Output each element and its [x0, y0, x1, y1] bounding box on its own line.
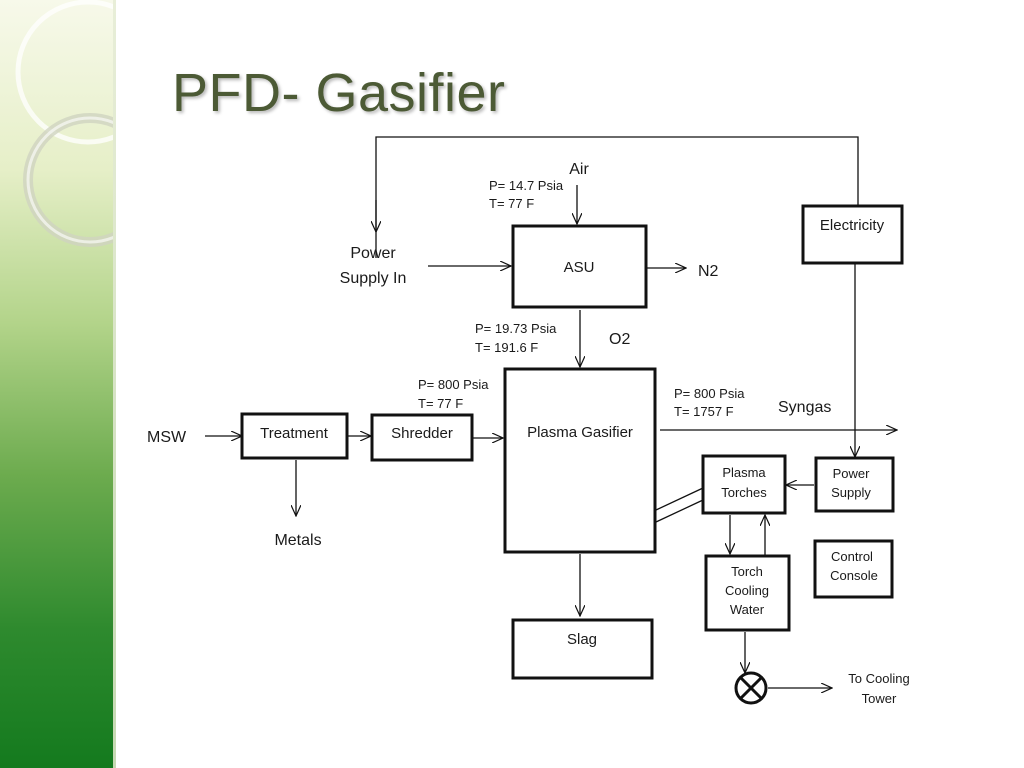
n2-label: N2 — [698, 263, 719, 280]
to-cooling-tower-label-line-2: Tower — [862, 691, 897, 706]
power-supply-label-line-2: Supply — [831, 485, 871, 500]
metals-label: Metals — [274, 532, 321, 549]
power-supply-in-label-line-2: Supply In — [340, 270, 407, 287]
plasma-torches-label-line-1: Plasma — [722, 465, 766, 480]
control-console-box — [813, 539, 894, 599]
asu-label: ASU — [564, 259, 595, 276]
shredder-label: Shredder — [391, 425, 453, 442]
air-pressure: P= 14.7 Psia — [489, 178, 564, 193]
power-supply-in-label-line-1: Power — [350, 245, 396, 262]
electricity-feedback-line — [375, 136, 859, 258]
torch-connection-line-1 — [655, 487, 704, 511]
power-supply-box — [814, 456, 895, 513]
control-console-label-line-2: Console — [830, 568, 878, 583]
torch-cooling-water-label-line-1: Torch — [731, 564, 763, 579]
shredder-box — [370, 413, 474, 462]
o2-pressure: P= 19.73 Psia — [475, 321, 557, 336]
msw-label: MSW — [147, 429, 187, 446]
syngas-pressure: P= 800 Psia — [674, 386, 745, 401]
electricity-label: Electricity — [820, 217, 885, 234]
decorative-circles — [15, 0, 113, 247]
treatment-box — [240, 412, 349, 460]
slag-label: Slag — [567, 631, 597, 648]
feed-temperature: T= 77 F — [418, 396, 463, 411]
torch-cooling-water-label-line-3: Water — [730, 602, 765, 617]
control-console-label-line-1: Control — [831, 549, 873, 564]
plasma-gasifier-label: Plasma Gasifier — [527, 424, 633, 441]
slide-title: PFD- Gasifier — [172, 63, 506, 123]
o2-temperature: T= 191.6 F — [475, 340, 538, 355]
torch-cooling-water-box — [704, 554, 791, 632]
sidebar-edge — [113, 0, 116, 768]
to-cooling-tower-label-line-1: To Cooling — [848, 671, 909, 686]
syngas-temperature: T= 1757 F — [674, 404, 734, 419]
o2-label: O2 — [609, 331, 630, 348]
feed-pressure: P= 800 Psia — [418, 377, 489, 392]
plasma-torches-box — [701, 454, 787, 515]
power-supply-label-line-1: Power — [833, 466, 871, 481]
asu-box — [511, 224, 648, 309]
plasma-gasifier-box — [503, 367, 657, 554]
slag-box — [511, 618, 654, 680]
torch-cooling-water-label-line-2: Cooling — [725, 583, 769, 598]
torch-connection-line-2 — [655, 499, 704, 523]
sidebar-decoration — [0, 0, 113, 768]
air-temperature: T= 77 F — [489, 196, 534, 211]
flow-lines — [205, 136, 897, 688]
treatment-label: Treatment — [260, 425, 329, 442]
syngas-label: Syngas — [778, 399, 831, 416]
air-label: Air — [569, 161, 589, 178]
valve-icon — [734, 671, 768, 705]
electricity-box — [801, 204, 904, 265]
plasma-torches-label-line-2: Torches — [721, 485, 767, 500]
